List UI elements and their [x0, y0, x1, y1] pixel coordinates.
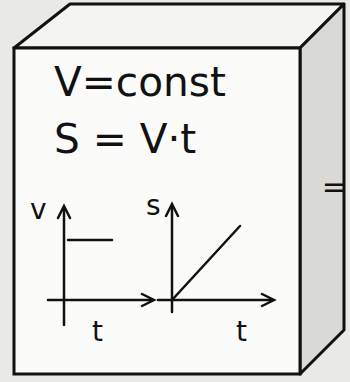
axis-label: t	[236, 318, 247, 346]
distance-graph	[158, 204, 274, 312]
formula-text: S = V·t	[54, 115, 300, 164]
formula-text: V=const	[54, 58, 300, 107]
axis-label: v	[30, 196, 47, 224]
box-top-face	[14, 4, 344, 48]
equals-sign: =	[322, 172, 347, 202]
box-front-face	[14, 48, 300, 374]
axis-label: s	[146, 192, 161, 220]
velocity-graph	[48, 206, 154, 325]
axis-label: t	[92, 318, 103, 346]
